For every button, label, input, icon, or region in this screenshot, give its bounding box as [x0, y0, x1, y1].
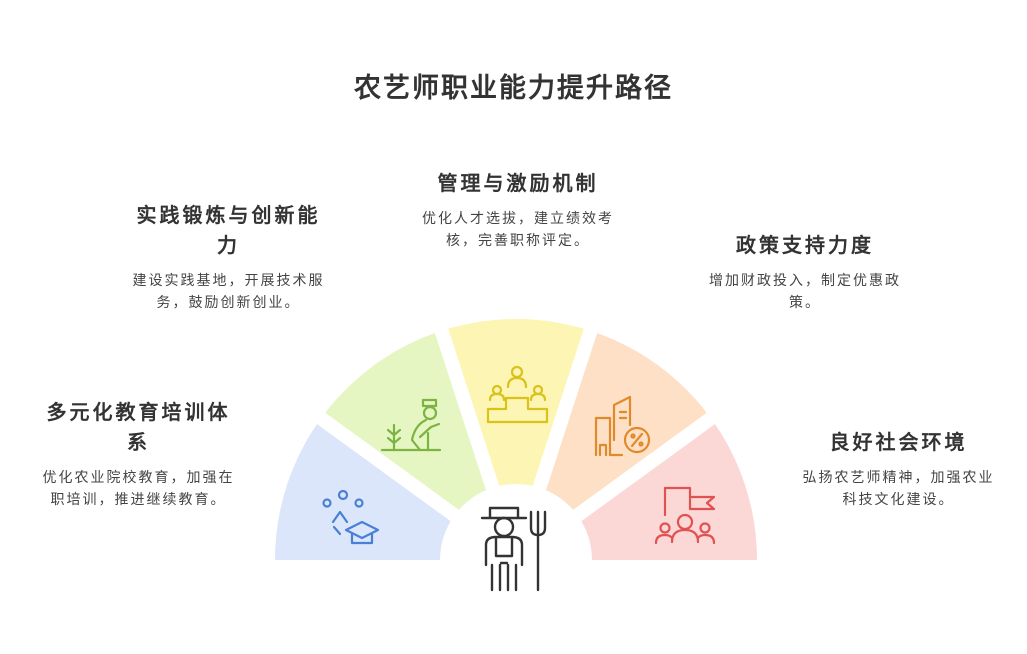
section-practice: 实践锻炼与创新能力 建设实践基地，开展技术服务，鼓励创新创业。: [126, 200, 331, 314]
farmer-pitchfork-icon: [480, 506, 547, 592]
education-icon: [322, 489, 380, 545]
page-title: 农艺师职业能力提升路径: [354, 73, 673, 104]
podium-icon: [486, 365, 549, 424]
section-desc: 优化农业院校教育，加强在职培训，推进继续教育。: [42, 470, 235, 508]
section-title: 管理与激励机制: [437, 171, 599, 195]
section-title: 多元化教育培训体系: [46, 400, 231, 454]
section-education: 多元化教育培训体系 优化农业院校教育，加强在职培训，推进继续教育。: [36, 397, 241, 511]
section-desc: 优化人才选拔，建立绩效考核，完善职称评定。: [422, 211, 614, 249]
section-desc: 增加财政投入，制定优惠政策。: [709, 273, 901, 311]
section-title: 良好社会环境: [829, 430, 968, 454]
section-policy: 政策支持力度 增加财政投入，制定优惠政策。: [700, 230, 910, 314]
section-society: 良好社会环境 弘扬农艺师精神，加强农业科技文化建设。: [796, 427, 1001, 511]
section-title: 政策支持力度: [736, 233, 874, 257]
sector-3: [441, 319, 591, 560]
section-desc: 建设实践基地，开展技术服务，鼓励创新创业。: [132, 273, 325, 311]
section-title: 实践锻炼与创新能力: [136, 203, 321, 257]
buildings-percent-icon: [594, 395, 651, 457]
section-desc: 弘扬农艺师精神，加强农业科技文化建设。: [802, 470, 995, 508]
community-flag-icon: [654, 486, 716, 545]
section-management: 管理与激励机制 优化人才选拔，建立绩效考核，完善职称评定。: [418, 168, 618, 252]
farmer-planting-icon: [380, 398, 442, 452]
